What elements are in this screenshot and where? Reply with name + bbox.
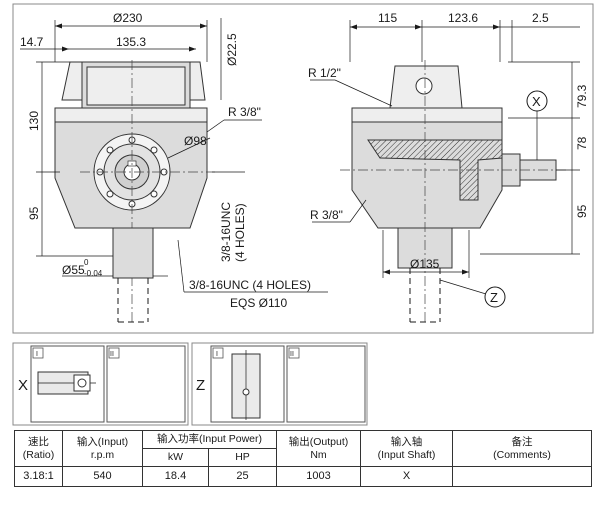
dim-vertical-bore: Ø22.5 — [225, 33, 239, 66]
dim-lower-plug: R 3/8" — [310, 208, 343, 222]
header-input-shaft: 输入轴(Input Shaft) — [360, 430, 453, 467]
dim-overall-width: Ø230 — [113, 11, 143, 25]
cell-rpm: 540 — [62, 466, 143, 487]
dim-side-holes-line1: 3/8-16UNC — [219, 202, 233, 262]
option-z-box1-label: I — [216, 351, 218, 358]
dim-height-78: 78 — [575, 136, 589, 150]
dim-bottom-eqs: EQS Ø110 — [230, 296, 287, 310]
dim-plug-thread: R 3/8" — [228, 105, 261, 119]
cell-comments — [452, 466, 592, 487]
dim-shaft-dia: Ø55 — [62, 263, 85, 277]
option-z-box2-label: II — [290, 351, 294, 358]
dim-offset-115: 115 — [378, 11, 397, 25]
header-input-power: 输入功率(Input Power) — [142, 430, 277, 449]
option-x: X I II — [12, 342, 189, 426]
header-input-speed: 输入(Input)r.p.m — [62, 430, 143, 467]
dim-height-95: 95 — [575, 204, 589, 218]
front-view: Ø230 14.7 135.3 Ø22.5 — [20, 11, 328, 323]
side-view: 115 123.6 2.5 R 1/2" — [308, 11, 589, 325]
option-x-box1-label: I — [36, 351, 38, 358]
spec-table: 速比(Ratio) 输入(Input)r.p.m 输入功率(Input Powe… — [14, 430, 592, 487]
callout-z-circle — [484, 286, 506, 308]
dim-upper-height: 130 — [27, 111, 41, 131]
header-hp: HP — [208, 448, 277, 467]
header-comments: 备注(Comments) — [452, 430, 592, 467]
cell-nm: 1003 — [276, 466, 361, 487]
option-x-box2-label: II — [110, 351, 114, 358]
header-output: 输出(Output)Nm — [276, 430, 361, 467]
dim-left-offset: 14.7 — [20, 35, 44, 49]
header-ratio: 速比(Ratio) — [14, 430, 63, 467]
dim-base-dia: Ø135 — [410, 257, 440, 271]
header-kw: kW — [142, 448, 209, 467]
dim-offset-25: 2.5 — [532, 11, 549, 25]
option-x-letter: X — [18, 377, 28, 394]
dim-flange-circle: Ø98 — [184, 134, 207, 148]
dim-height-79: 79.3 — [575, 84, 589, 108]
drawing-frame — [12, 3, 594, 334]
option-z-letter: Z — [196, 377, 205, 394]
cell-ratio: 3.18:1 — [14, 466, 63, 487]
dim-shaft-tol-upper: 0 — [84, 258, 89, 267]
dim-offset-123: 123.6 — [448, 11, 478, 25]
dim-lower-height: 95 — [27, 206, 41, 220]
dim-bottom-holes: 3/8-16UNC (4 HOLES) — [189, 278, 311, 292]
option-z: Z I II — [191, 342, 368, 426]
dim-flange-span: 135.3 — [116, 35, 146, 49]
cell-kw: 18.4 — [142, 466, 209, 487]
dim-side-holes-line2: (4 HOLES) — [233, 203, 247, 262]
dim-top-plug: R 1/2" — [308, 66, 341, 80]
cell-shaft: X — [360, 466, 453, 487]
cell-hp: 25 — [208, 466, 277, 487]
callout-x-label: X — [532, 94, 541, 109]
table-row: 3.18:1 540 18.4 25 1003 X — [14, 466, 592, 487]
callout-z-label: Z — [490, 290, 498, 305]
dim-shaft-tol-lower: -0.04 — [84, 269, 103, 278]
